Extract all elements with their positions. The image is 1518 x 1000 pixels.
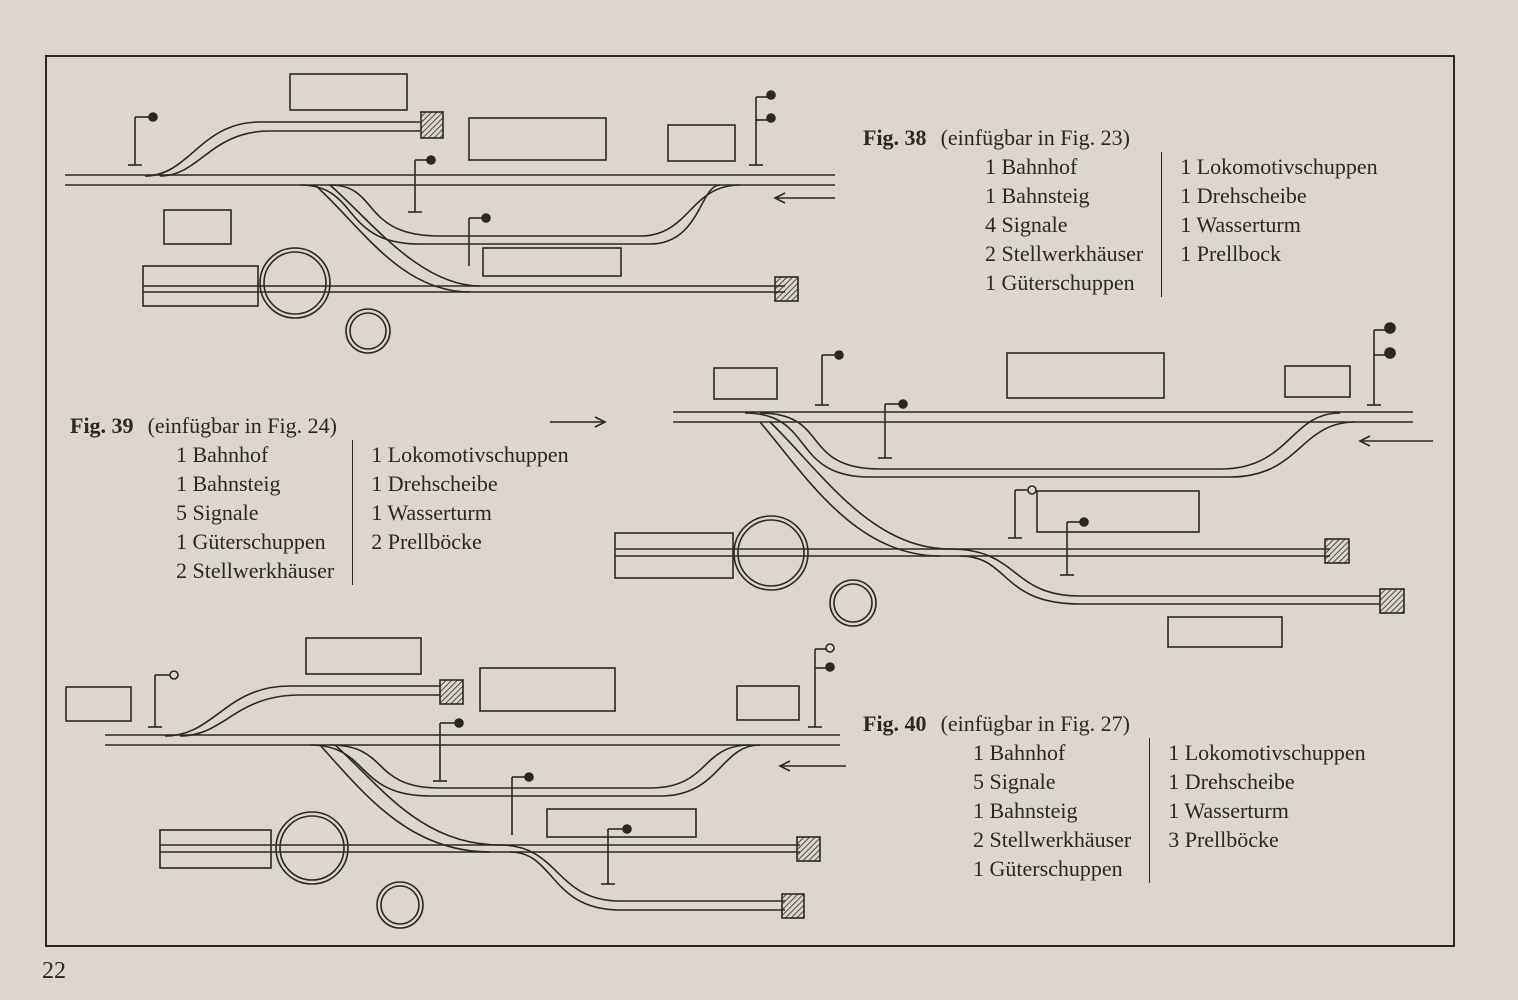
fig40-item: 5 Signale <box>973 769 1056 794</box>
fig38-note: (einfügbar in Fig. 23) <box>940 125 1130 150</box>
fig40-diagram <box>65 637 846 929</box>
fig38-turntable <box>259 247 331 319</box>
fig39-right-column: 1 Lokomotivschuppen 1 Drehscheibe 1 Wass… <box>353 440 568 585</box>
fig40-item: 1 Bahnhof <box>973 740 1066 765</box>
fig39-water-tower <box>829 579 877 627</box>
fig38-building <box>163 209 232 245</box>
fig38-item: 1 Bahnsteig <box>985 183 1090 208</box>
fig39-note: (einfügbar in Fig. 24) <box>147 413 337 438</box>
fig40-buffer-stop <box>796 836 821 862</box>
fig38-legend: Fig. 38 (einfügbar in Fig. 23) 1 Bahnhof … <box>863 123 1378 297</box>
fig39-left-column: 1 Bahnhof 1 Bahnsteig 5 Signale 1 Güters… <box>176 440 354 585</box>
fig39-label: Fig. 39 <box>70 413 134 438</box>
fig38-label: Fig. 38 <box>863 125 927 150</box>
fig40-item: 1 Wasserturm <box>1168 798 1289 823</box>
fig39-item: 1 Bahnsteig <box>176 471 281 496</box>
fig40-water-tower <box>376 881 424 929</box>
fig38-buffer-stop <box>420 111 444 139</box>
fig39-platform <box>1036 490 1200 533</box>
fig40-building <box>305 637 422 675</box>
fig40-buffer-stop <box>781 893 805 919</box>
fig38-item: 1 Bahnhof <box>985 154 1078 179</box>
fig39-buffer-stop <box>1324 538 1350 564</box>
fig39-item: 1 Bahnhof <box>176 442 269 467</box>
fig38-item: 2 Stellwerkhäuser <box>985 241 1144 266</box>
fig40-left-column: 1 Bahnhof 5 Signale 1 Bahnsteig 2 Stellw… <box>973 738 1151 883</box>
fig39-goods-shed <box>1167 616 1283 648</box>
fig40-label: Fig. 40 <box>863 711 927 736</box>
fig38-item: 1 Güterschuppen <box>985 270 1135 295</box>
fig38-water-tower <box>345 308 391 354</box>
fig40-engine-shed <box>159 829 272 869</box>
fig40-legend: Fig. 40 (einfügbar in Fig. 27) 1 Bahnhof … <box>863 709 1366 883</box>
fig39-item: 5 Signale <box>176 500 259 525</box>
fig40-item: 1 Drehscheibe <box>1168 769 1295 794</box>
fig38-right-column: 1 Lokomotivschuppen 1 Drehscheibe 1 Wass… <box>1162 152 1377 297</box>
fig39-item: 1 Lokomotivschuppen <box>371 442 569 467</box>
fig40-note: (einfügbar in Fig. 27) <box>940 711 1130 736</box>
fig38-item: 1 Lokomotivschuppen <box>1180 154 1378 179</box>
fig38-left-column: 1 Bahnhof 1 Bahnsteig 4 Signale 2 Stellw… <box>985 152 1163 297</box>
fig39-item: 1 Wasserturm <box>371 500 492 525</box>
fig39-item: 2 Stellwerkhäuser <box>176 558 335 583</box>
page-number: 22 <box>42 958 66 984</box>
fig40-buffer-stop <box>439 679 464 705</box>
fig38-platform <box>482 247 622 277</box>
fig39-diagram <box>550 322 1433 648</box>
fig39-buffer-stop <box>1379 588 1405 614</box>
fig39-item: 2 Prellböcke <box>371 529 482 554</box>
fig40-right-column: 1 Lokomotivschuppen 1 Drehscheibe 1 Wass… <box>1150 738 1365 883</box>
fig40-building <box>65 686 132 722</box>
fig38-station-building <box>468 117 607 161</box>
fig39-legend: Fig. 39 (einfügbar in Fig. 24) 1 Bahnhof … <box>70 411 569 585</box>
fig40-item: 1 Güterschuppen <box>973 856 1123 881</box>
fig40-item: 3 Prellböcke <box>1168 827 1279 852</box>
fig38-building <box>667 124 736 162</box>
fig39-building <box>1284 365 1351 398</box>
page-frame <box>45 55 1455 947</box>
fig40-platform <box>546 808 697 838</box>
fig40-turntable <box>275 811 349 885</box>
fig40-item: 2 Stellwerkhäuser <box>973 827 1132 852</box>
fig40-item: 1 Lokomotivschuppen <box>1168 740 1366 765</box>
fig38-item: 1 Prellbock <box>1180 241 1282 266</box>
fig38-diagram <box>65 73 835 354</box>
fig38-item: 1 Drehscheibe <box>1180 183 1307 208</box>
fig39-building <box>713 367 778 400</box>
fig38-buffer-stop <box>774 276 799 302</box>
fig39-item: 1 Güterschuppen <box>176 529 326 554</box>
fig39-station-building <box>1006 352 1165 399</box>
fig38-item: 4 Signale <box>985 212 1068 237</box>
fig39-turntable <box>733 515 809 591</box>
fig38-building <box>289 73 408 111</box>
fig40-item: 1 Bahnsteig <box>973 798 1078 823</box>
fig40-building <box>736 685 800 721</box>
fig40-station-building <box>479 667 616 712</box>
fig39-item: 1 Drehscheibe <box>371 471 498 496</box>
fig38-item: 1 Wasserturm <box>1180 212 1301 237</box>
